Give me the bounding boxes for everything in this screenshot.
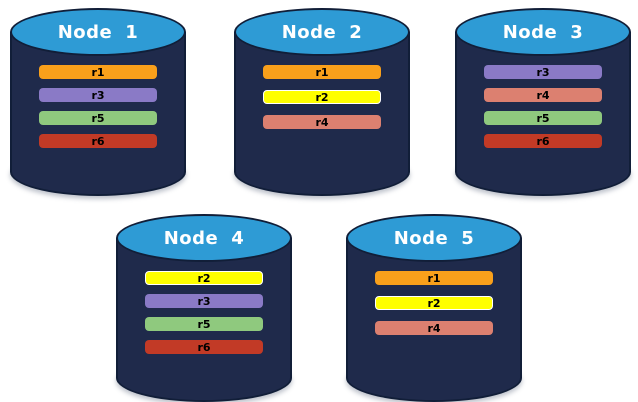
replica-bar-r3: r3 — [145, 294, 263, 308]
node-3-title: Node 3 — [503, 22, 584, 43]
replica-label: r5 — [91, 111, 105, 125]
replica-label: r1 — [427, 271, 441, 285]
replica-bar-r1: r1 — [263, 65, 381, 79]
replica-label: r1 — [91, 65, 105, 79]
replica-bar-r1: r1 — [39, 65, 157, 79]
node-4-cylinder: Node 4 r2 r3 r5 r6 — [116, 214, 292, 402]
replica-bar-r3: r3 — [484, 65, 602, 79]
replica-bar-r6: r6 — [145, 340, 263, 354]
replica-label: r1 — [315, 65, 329, 79]
replica-bar-r6: r6 — [39, 134, 157, 148]
node-title-number: 5 — [461, 227, 475, 249]
node-title-word: Node — [281, 21, 337, 43]
replica-label: r2 — [427, 296, 441, 310]
node-title-number: 2 — [349, 21, 363, 43]
node-1-cylinder: Node 1 r1 r3 r5 r6 — [10, 8, 186, 196]
replica-list: r1 r2 r4 — [263, 65, 381, 129]
cylinder-top: Node 2 — [234, 8, 410, 56]
replica-bar-r5: r5 — [145, 317, 263, 331]
replica-bar-r5: r5 — [484, 111, 602, 125]
node-title-word: Node — [393, 227, 449, 249]
node-5-cylinder: Node 5 r1 r2 r4 — [346, 214, 522, 402]
replica-list: r1 r2 r4 — [375, 271, 493, 335]
cylinder-top: Node 3 — [455, 8, 631, 56]
replica-label: r3 — [197, 294, 211, 308]
node-title-word: Node — [502, 21, 558, 43]
replica-bar-r4: r4 — [375, 321, 493, 335]
node-3-cylinder: Node 3 r3 r4 r5 r6 — [455, 8, 631, 196]
replica-label: r3 — [536, 65, 550, 79]
node-title-word: Node — [57, 21, 113, 43]
node-5-title: Node 5 — [394, 228, 475, 249]
node-4-title: Node 4 — [164, 228, 245, 249]
replica-label: r4 — [427, 321, 441, 335]
replica-bar-r4: r4 — [263, 115, 381, 129]
replica-list: r3 r4 r5 r6 — [484, 65, 602, 148]
node-2-title: Node 2 — [282, 22, 363, 43]
node-title-number: 4 — [231, 227, 245, 249]
node-2-cylinder: Node 2 r1 r2 r4 — [234, 8, 410, 196]
replica-label: r4 — [315, 115, 329, 129]
cylinder-top: Node 5 — [346, 214, 522, 262]
replica-label: r5 — [197, 317, 211, 331]
node-title-word: Node — [163, 227, 219, 249]
replica-label: r4 — [536, 88, 550, 102]
replica-list: r1 r3 r5 r6 — [39, 65, 157, 148]
node-title-number: 1 — [125, 21, 139, 43]
replica-list: r2 r3 r5 r6 — [145, 271, 263, 354]
replica-bar-r3: r3 — [39, 88, 157, 102]
replica-bar-r4: r4 — [484, 88, 602, 102]
replica-label: r2 — [315, 90, 329, 104]
replica-label: r2 — [197, 271, 211, 285]
node-1-title: Node 1 — [58, 22, 139, 43]
replica-bar-r1: r1 — [375, 271, 493, 285]
replica-bar-r2: r2 — [145, 271, 263, 285]
replica-label: r6 — [91, 134, 105, 148]
node-title-number: 3 — [570, 21, 584, 43]
replica-bar-r6: r6 — [484, 134, 602, 148]
replica-bar-r2: r2 — [375, 296, 493, 310]
replica-bar-r2: r2 — [263, 90, 381, 104]
replica-label: r6 — [536, 134, 550, 148]
replica-label: r5 — [536, 111, 550, 125]
cylinder-top: Node 1 — [10, 8, 186, 56]
replica-label: r3 — [91, 88, 105, 102]
replica-bar-r5: r5 — [39, 111, 157, 125]
replica-label: r6 — [197, 340, 211, 354]
cylinder-top: Node 4 — [116, 214, 292, 262]
